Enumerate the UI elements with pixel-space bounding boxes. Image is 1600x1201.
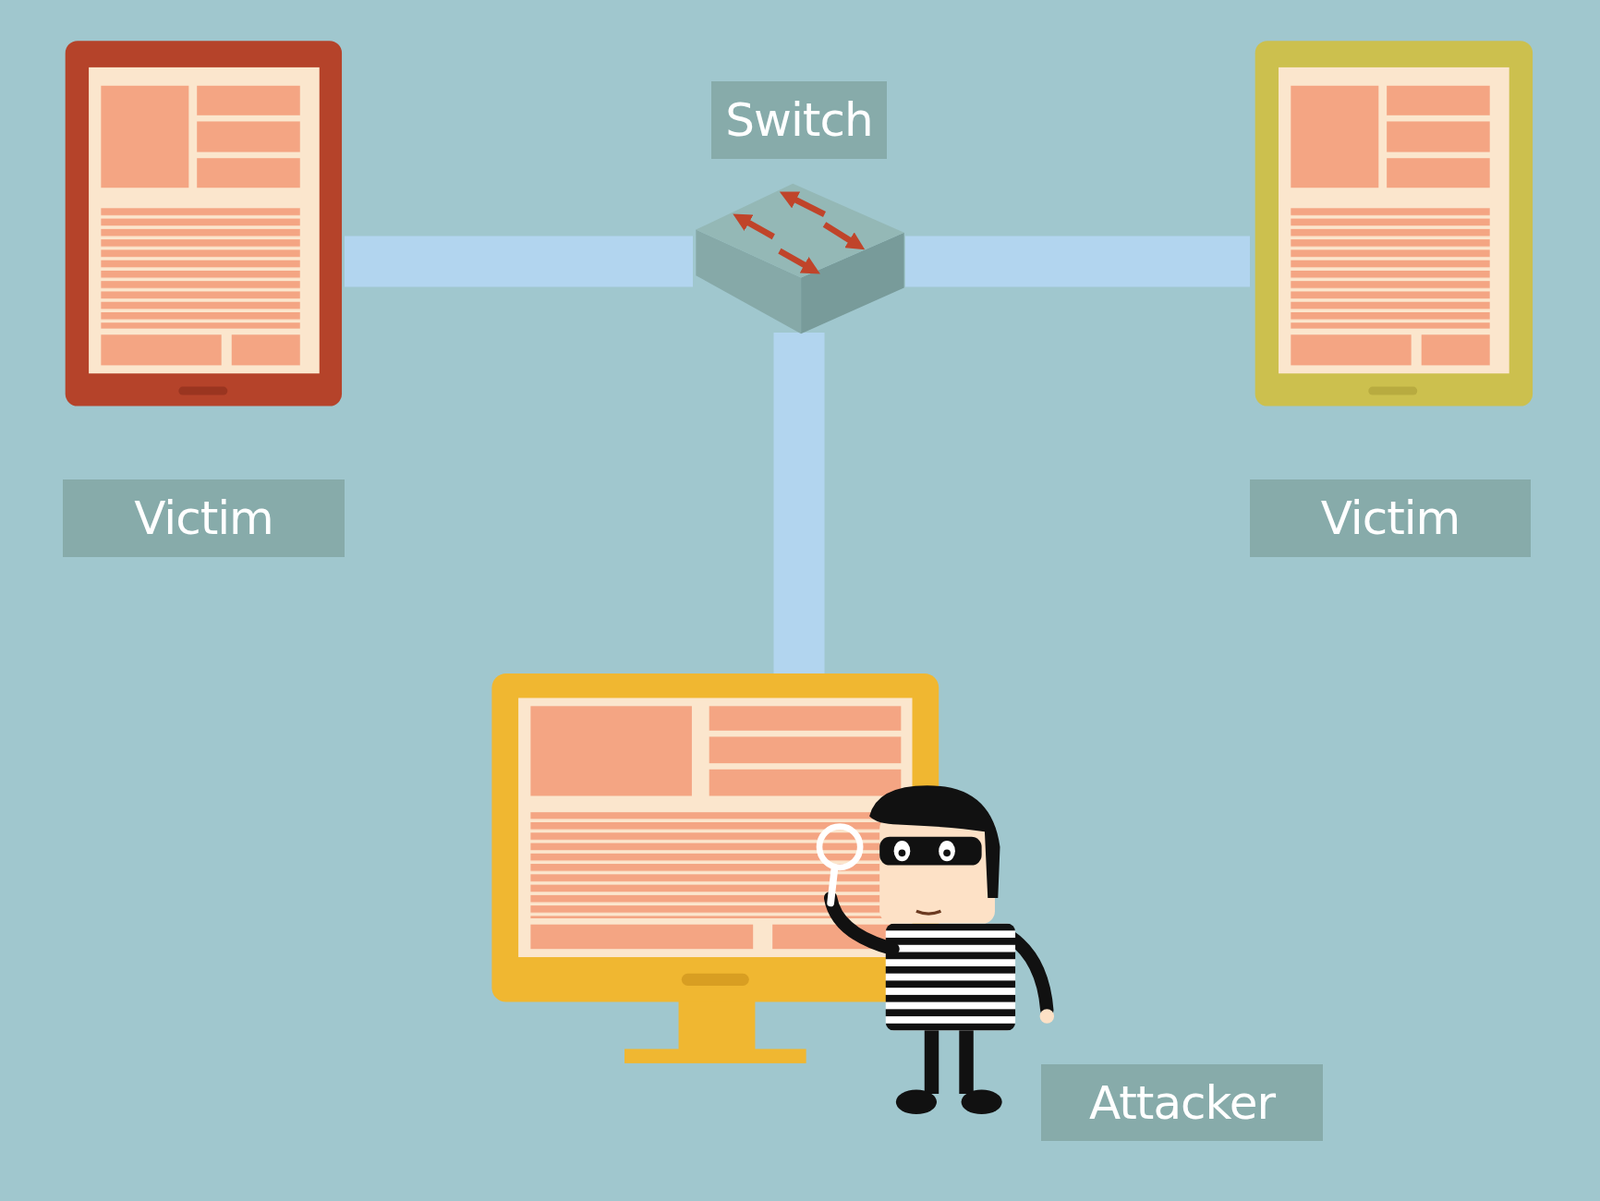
tablet-left bbox=[65, 40, 342, 406]
label-plate: Attacker bbox=[1041, 1064, 1323, 1141]
node-label: Victim bbox=[1321, 491, 1461, 546]
attacker-monitor bbox=[491, 673, 939, 1064]
label-plate: Switch bbox=[711, 81, 887, 159]
network-cable bbox=[344, 236, 693, 288]
attacker-figure bbox=[819, 785, 1055, 1115]
attacker-device: Attacker bbox=[491, 673, 1323, 1141]
label-plate: Victim bbox=[1249, 479, 1531, 558]
victim-device: Victim bbox=[62, 40, 345, 558]
victim-device: Victim bbox=[1249, 40, 1531, 558]
node-label: Attacker bbox=[1089, 1076, 1275, 1130]
node-label: Switch bbox=[725, 93, 873, 147]
network-cable bbox=[905, 236, 1250, 288]
network-switch: Switch bbox=[692, 81, 906, 333]
tablet-right bbox=[1255, 40, 1533, 406]
label-plate: Victim bbox=[62, 479, 345, 558]
network-cable bbox=[774, 332, 825, 674]
node-label: Victim bbox=[133, 491, 274, 546]
switch-icon bbox=[695, 183, 904, 334]
